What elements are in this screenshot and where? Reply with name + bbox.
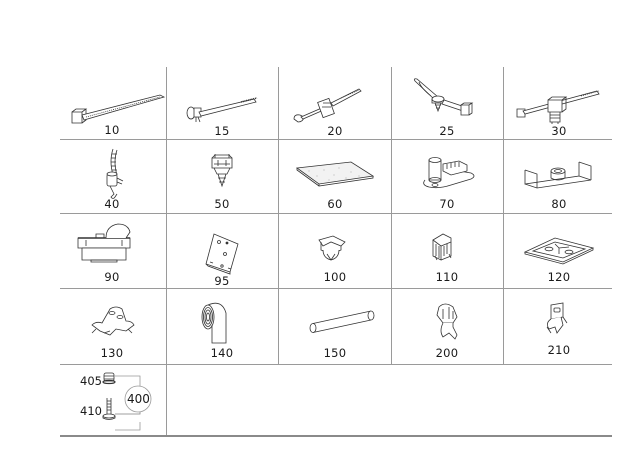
grid-divider-horizontal <box>60 213 612 214</box>
stud-mount-cable-tie-icon <box>503 67 615 139</box>
part-number: 50 <box>214 197 230 211</box>
part-number: 120 <box>547 270 571 284</box>
part-cell-60[interactable]: 60 <box>279 140 391 213</box>
part-cell-10[interactable]: 10 <box>56 67 168 139</box>
connector-housing-icon <box>56 214 168 288</box>
part-number: 20 <box>327 124 343 138</box>
part-cell-25[interactable]: 25 <box>391 67 503 139</box>
part-cell-210[interactable]: 210 <box>503 289 615 364</box>
part-number: 80 <box>551 197 567 211</box>
spring-clip-icon <box>56 289 168 364</box>
part-cell-20[interactable]: 20 <box>279 67 391 139</box>
part-cell-110[interactable]: 110 <box>391 214 503 288</box>
part-number: 40 <box>104 197 120 211</box>
part-number: 15 <box>214 124 230 138</box>
part-cell-90[interactable]: 90 <box>56 214 168 288</box>
part-cell-120[interactable]: 120 <box>503 214 615 288</box>
part-number: 70 <box>439 197 455 211</box>
part-cell-130[interactable]: 130 <box>56 289 168 364</box>
metal-clamp-icon <box>391 289 503 364</box>
bolt-icon <box>103 398 115 420</box>
grid-divider-vertical <box>166 67 167 437</box>
part-number: 140 <box>210 346 234 360</box>
part-number: 150 <box>323 346 347 360</box>
part-cell-40[interactable]: 40 <box>56 140 168 213</box>
grid-divider-horizontal <box>60 364 612 365</box>
corrugated-tube-clip-icon <box>56 140 168 213</box>
part-cell-30[interactable]: 30 <box>503 67 615 139</box>
tube-sleeve-icon <box>279 289 391 364</box>
part-cell-50[interactable]: 50 <box>166 140 278 213</box>
part-cell-70[interactable]: 70 <box>391 140 503 213</box>
connector-bracket-icon <box>391 140 503 213</box>
part-number: 130 <box>100 346 124 360</box>
part-cell-95[interactable]: 95 <box>166 214 278 288</box>
grid-divider-horizontal <box>60 288 612 289</box>
adhesive-mount-base-icon <box>503 214 615 288</box>
grid-divider-bottom <box>60 435 612 437</box>
nut-icon <box>103 373 115 384</box>
channel-clip-icon <box>391 214 503 288</box>
grid-divider-vertical <box>503 67 504 365</box>
part-number: 100 <box>323 270 347 284</box>
part-number: 200 <box>435 346 459 360</box>
part-number: 25 <box>439 124 455 138</box>
grid-divider-vertical <box>391 67 392 365</box>
part-number: 10 <box>104 123 120 137</box>
grid-divider-horizontal <box>60 139 612 140</box>
mounting-plate-icon <box>166 214 278 288</box>
part-number: 30 <box>551 124 567 138</box>
part-cell-100[interactable]: 100 <box>279 214 391 288</box>
cable-tie-icon <box>56 67 168 139</box>
part-number: 110 <box>435 270 459 284</box>
part-cell-200[interactable]: 200 <box>391 289 503 364</box>
kit-diagram <box>60 364 166 436</box>
grommet-plate-icon <box>503 140 615 213</box>
kit-number: 400 <box>127 392 150 406</box>
tape-roll-icon <box>166 289 278 364</box>
part-cell-15[interactable]: 15 <box>166 67 278 139</box>
edge-clip-icon <box>279 214 391 288</box>
part-number: 95 <box>214 274 230 288</box>
part-cell-140[interactable]: 140 <box>166 289 278 364</box>
part-cell-80[interactable]: 80 <box>503 140 615 213</box>
arrowhead-cable-tie-icon <box>391 67 503 139</box>
part-kit-400[interactable]: 405 410 400 <box>60 364 166 436</box>
push-mount-cable-tie-icon <box>166 67 278 139</box>
foam-pad-icon <box>279 140 391 213</box>
part-number: 90 <box>104 270 120 284</box>
edge-clip-cable-tie-icon <box>279 67 391 139</box>
part-number-410: 410 <box>80 404 102 418</box>
part-number: 60 <box>327 197 343 211</box>
part-cell-150[interactable]: 150 <box>279 289 391 364</box>
push-in-clip-icon <box>166 140 278 213</box>
part-number: 210 <box>547 343 571 357</box>
grid-divider-vertical <box>278 67 279 365</box>
fir-tree-clip-icon <box>503 289 615 364</box>
part-number-405: 405 <box>80 374 102 388</box>
